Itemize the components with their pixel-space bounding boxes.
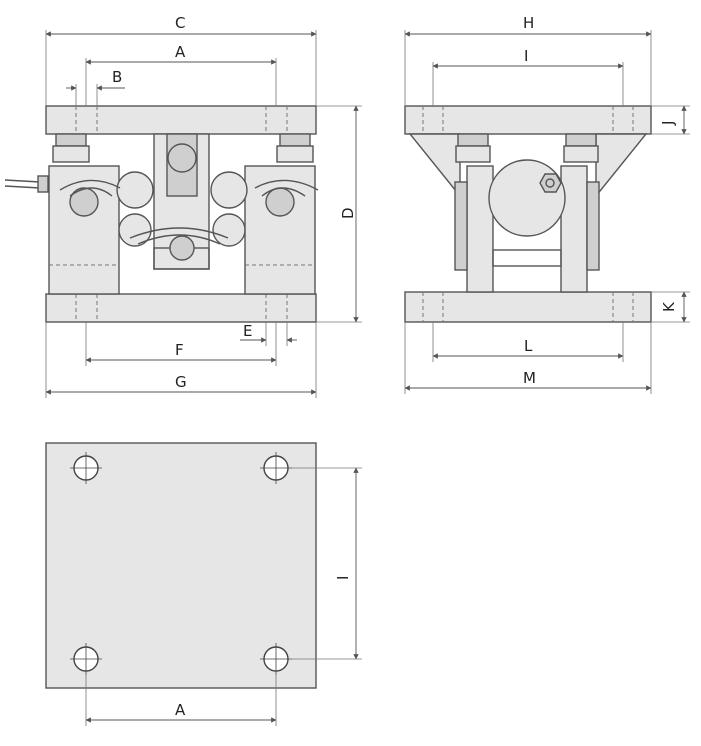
dim-label-g: G	[175, 373, 187, 391]
side-upright-left	[466, 165, 494, 293]
front-cable	[4, 179, 41, 189]
dim-label-d: D	[339, 207, 357, 219]
dim-label-b: B	[112, 68, 122, 86]
plan-view: I A	[45, 442, 362, 726]
dim-label-j: J	[659, 121, 677, 126]
dim-label-f: F	[175, 341, 184, 359]
front-nut-right	[279, 133, 311, 147]
front-roller-2	[210, 171, 248, 209]
side-hex-nut	[539, 173, 562, 193]
dim-label-a-top: A	[175, 43, 186, 61]
front-view: C A B D E F G	[4, 14, 362, 398]
dim-label-c: C	[175, 14, 185, 32]
front-top-plate	[45, 105, 317, 135]
side-view: H I J K L M	[404, 14, 690, 394]
front-pin-center	[169, 235, 195, 261]
side-bracket-right	[595, 133, 648, 198]
side-load-cell	[488, 159, 566, 237]
dim-label-a-plan: A	[175, 701, 186, 719]
side-top-plate	[404, 105, 652, 135]
dim-label-e: E	[243, 322, 252, 340]
plan-base-plate	[45, 442, 317, 689]
front-roller-4	[212, 213, 246, 247]
dim-label-k: K	[660, 301, 678, 312]
front-pin-right	[265, 187, 295, 217]
side-upright-right	[560, 165, 588, 293]
side-bottom-plate	[404, 291, 652, 323]
front-block-left	[48, 165, 120, 295]
dim-label-i-side: I	[524, 47, 528, 65]
side-bracket-left	[408, 133, 461, 198]
front-nut-left	[55, 133, 87, 147]
front-roller-1	[116, 171, 154, 209]
dim-label-m: M	[523, 369, 536, 387]
front-bottom-plate	[45, 293, 317, 323]
front-pin-left	[69, 187, 99, 217]
front-block-right	[244, 165, 316, 295]
dim-label-l: L	[524, 337, 533, 355]
dim-label-h: H	[523, 14, 534, 32]
front-roller-3	[118, 213, 152, 247]
dim-label-i-plan: I	[334, 576, 352, 580]
